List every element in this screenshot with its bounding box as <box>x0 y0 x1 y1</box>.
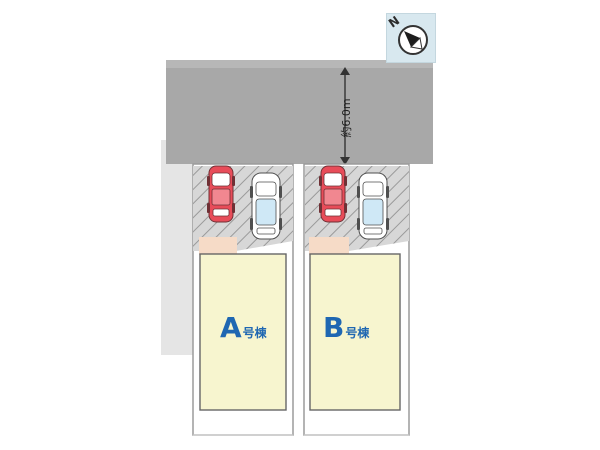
road-width-arrow-bottom <box>340 157 350 165</box>
building-b <box>309 253 401 411</box>
white-car-a <box>250 172 282 240</box>
compass-icon <box>398 25 428 55</box>
road-width-arrow-top <box>340 67 350 75</box>
unit-b-letter: B <box>323 311 345 344</box>
road-edge <box>166 60 433 68</box>
unit-b-label: B号棟 <box>323 314 369 342</box>
white-car-b <box>357 172 389 240</box>
unit-b-suffix: 号棟 <box>345 326 370 340</box>
road-width-label: 約6.0m <box>340 98 353 138</box>
entrance-a <box>199 237 237 255</box>
red-car-b <box>319 165 347 223</box>
unit-a-letter: A <box>220 311 242 344</box>
unit-a-suffix: 号棟 <box>242 326 267 340</box>
red-car-a <box>207 165 235 223</box>
unit-a-label: A号棟 <box>220 314 267 342</box>
entrance-b <box>309 237 349 255</box>
left-neighbor-strip <box>161 140 193 355</box>
building-a <box>199 253 287 411</box>
north-compass: N <box>386 13 436 63</box>
road-area <box>166 68 433 164</box>
